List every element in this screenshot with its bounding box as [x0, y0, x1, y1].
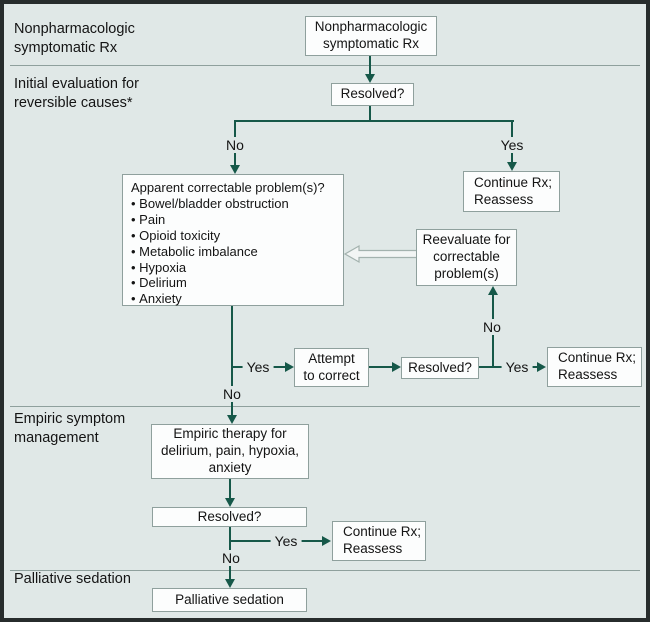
- edge-label-yes-2: Yes: [242, 359, 274, 375]
- bullet-bowel-bladder: Bowel/bladder obstruction: [131, 196, 337, 212]
- node-attempt-to-correct: Attempt to correct: [294, 348, 369, 387]
- node-nonpharmacologic-rx: Nonpharmacologic symptomatic Rx: [305, 16, 437, 56]
- edge-label-no-4: No: [218, 550, 244, 566]
- arrowhead-into-resolved3: [225, 498, 235, 507]
- edge-label-no-1: No: [222, 137, 248, 153]
- section-divider-2: [10, 406, 640, 407]
- node-palliative-sedation: Palliative sedation: [152, 588, 307, 612]
- arrowhead-into-reevaluate: [488, 286, 498, 295]
- connector-apparent-to-empiric: [231, 306, 233, 416]
- arrowhead-into-empiric: [227, 415, 237, 424]
- section-label-empiric-management: Empiric symptom management: [14, 411, 126, 447]
- bullet-anxiety: Anxiety: [131, 291, 337, 307]
- arrowhead-into-continue2: [537, 362, 546, 372]
- node-apparent-correctable-problems: Apparent correctable problem(s)? Bowel/b…: [122, 174, 344, 306]
- arrowhead-into-continue1: [507, 162, 517, 171]
- edge-label-yes-1: Yes: [496, 137, 528, 153]
- arrowhead-into-continue3: [322, 536, 331, 546]
- edge-label-no-3: No: [479, 319, 505, 335]
- bullet-metabolic-imbalance: Metabolic imbalance: [131, 244, 337, 260]
- bullet-opioid-toxicity: Opioid toxicity: [131, 228, 337, 244]
- node-continue-rx-3: Continue Rx; Reassess: [332, 521, 426, 561]
- node-resolved-1: Resolved?: [331, 83, 414, 106]
- apparent-title: Apparent correctable problem(s)?: [131, 180, 325, 195]
- arrowhead-into-resolved1: [365, 74, 375, 83]
- node-empiric-therapy: Empiric therapy for delirium, pain, hypo…: [151, 424, 309, 479]
- connector-attempt-to-resolved2: [369, 366, 393, 368]
- bullet-pain: Pain: [131, 212, 337, 228]
- arrowhead-into-apparent: [230, 165, 240, 174]
- section-divider-3: [10, 570, 640, 571]
- section-label-palliative-sedation: Palliative sedation: [14, 571, 131, 587]
- arrowhead-into-resolved2: [392, 362, 401, 372]
- connector-resolved1-down: [369, 106, 371, 121]
- open-arrow-reevaluate-to-apparent: [343, 244, 418, 264]
- section-label-nonpharmacologic: Nonpharmacologic symptomatic Rx: [14, 21, 135, 57]
- node-continue-rx-2: Continue Rx; Reassess: [547, 347, 642, 387]
- section-divider-1: [10, 65, 640, 66]
- arrowhead-into-attempt: [285, 362, 294, 372]
- node-continue-rx-1: Continue Rx; Reassess: [463, 171, 560, 212]
- node-resolved-3: Resolved?: [152, 507, 307, 527]
- connector-branch1-bar: [234, 120, 514, 122]
- bullet-hypoxia: Hypoxia: [131, 260, 337, 276]
- bullet-delirium: Delirium: [131, 275, 337, 291]
- node-reevaluate: Reevaluate for correctable problem(s): [416, 229, 517, 286]
- connector-empiric-to-resolved3: [229, 479, 231, 499]
- edge-label-no-2: No: [219, 386, 245, 402]
- edge-label-yes-3: Yes: [501, 359, 533, 375]
- node-resolved-2: Resolved?: [401, 357, 479, 379]
- arrowhead-into-palliative: [225, 579, 235, 588]
- section-label-initial-evaluation: Initial evaluation for reversible causes…: [14, 76, 139, 112]
- edge-label-yes-4: Yes: [270, 533, 302, 549]
- connector-top-to-resolved1: [369, 56, 371, 75]
